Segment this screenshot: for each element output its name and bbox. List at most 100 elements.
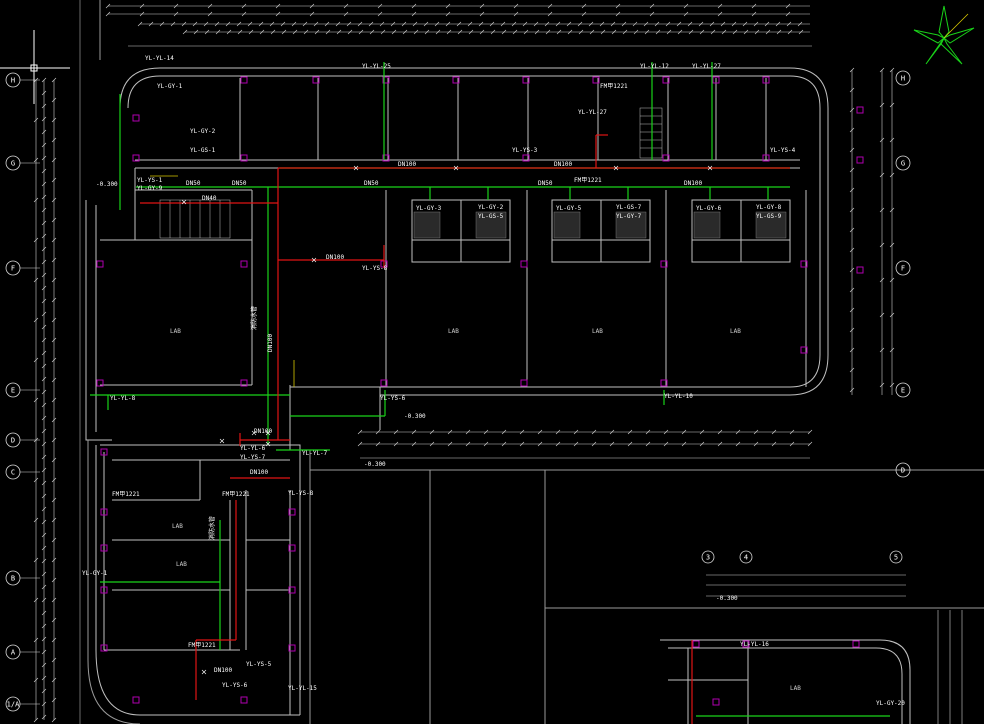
grid-bubble: A [5, 644, 40, 660]
right-dimension-chain [851, 70, 893, 395]
dimension-tick [519, 429, 525, 435]
valve-mark [201, 669, 207, 675]
column-marker [380, 379, 388, 387]
dimension-tick [849, 367, 855, 373]
valve-mark [181, 199, 187, 205]
pipe-valves [181, 165, 713, 675]
dimension-tick [547, 3, 553, 9]
dimension-tick [797, 21, 803, 27]
dimension-tick [445, 11, 451, 17]
dimension-tick [105, 11, 111, 17]
dimension-tick [849, 207, 855, 213]
dimension-tick [879, 207, 885, 213]
dimension-tick [776, 29, 782, 35]
dimension-tick [699, 29, 705, 35]
dimension-tick [248, 29, 254, 35]
dimension-tick [41, 597, 47, 603]
dimension-tick [33, 117, 39, 123]
dimension-tick [358, 29, 364, 35]
dimension-tick [51, 557, 57, 563]
dimension-tick [710, 29, 716, 35]
dimension-tick [771, 429, 777, 435]
pipe-label: DN50 [538, 180, 553, 187]
dimension-tick [51, 657, 57, 663]
dimension-tick [720, 21, 726, 27]
dimension-tick [889, 382, 895, 388]
dimension-tick [849, 387, 855, 393]
dimension-tick [41, 155, 47, 161]
dimension-tick [849, 87, 855, 93]
dimension-tick [41, 701, 47, 707]
dimension-tick [41, 90, 47, 96]
dimension-tick [609, 429, 615, 435]
dimension-tick [170, 21, 176, 27]
grid-bubble-label: E [11, 387, 15, 395]
pipe-label: DN100 [250, 469, 268, 476]
column-marker [240, 76, 248, 84]
column-marker [288, 644, 296, 652]
dimension-tick [600, 29, 606, 35]
dimension-tick [501, 29, 507, 35]
dimension-tick [411, 11, 417, 17]
top-dimension-ticks [105, 3, 804, 35]
dimension-tick [423, 21, 429, 27]
dimension-tick [732, 29, 738, 35]
pipe-label: DN50 [186, 180, 201, 187]
pipe-label: DN100 [326, 254, 344, 261]
riser-tag: YL-YL-6 [240, 445, 266, 452]
column-marker [522, 76, 530, 84]
dimension-tick [41, 298, 47, 304]
column-marker [100, 448, 108, 456]
dimension-tick [627, 441, 633, 447]
riser-tag: YL-YL-7 [302, 450, 328, 457]
pipe-label: DN100 [684, 180, 702, 187]
dimension-tick [33, 637, 39, 643]
dimension-tick [41, 376, 47, 382]
room-label: LAB [170, 328, 181, 335]
dimension-tick [615, 3, 621, 9]
dimension-tick [379, 21, 385, 27]
dimension-tick [534, 29, 540, 35]
dimension-tick [291, 21, 297, 27]
dimension-tick [665, 21, 671, 27]
dimension-tick [849, 167, 855, 173]
dimension-tick [500, 21, 506, 27]
mid-dimension-chain [360, 431, 810, 459]
dimension-tick [599, 21, 605, 27]
dimension-tick [753, 21, 759, 27]
grid-bubble-label: 5 [894, 554, 898, 562]
north-arrow-icon [913, 5, 975, 65]
top-dimension-chain [108, 5, 812, 47]
dimension-tick [513, 3, 519, 9]
valve-mark [707, 165, 713, 171]
column-marker [712, 698, 720, 706]
riser-tag: YL-YL-14 [145, 55, 174, 62]
dimension-tick [313, 21, 319, 27]
grid-bubble-label: 1/A [7, 701, 20, 709]
dimension-tick [33, 477, 39, 483]
dimension-tick [698, 21, 704, 27]
dimension-tick [807, 441, 813, 447]
grid-bubble: F [5, 260, 40, 276]
dimension-tick [51, 597, 57, 603]
dimension-tick [346, 21, 352, 27]
dimension-tick [489, 21, 495, 27]
dimension-tick [412, 21, 418, 27]
dimension-tick [849, 327, 855, 333]
dimension-tick [577, 21, 583, 27]
column-marker [312, 76, 320, 84]
dimension-tick [447, 441, 453, 447]
dimension-tick [181, 21, 187, 27]
dimension-tick [735, 429, 741, 435]
column-marker [660, 379, 668, 387]
riser-tag: YL-GY-6 [696, 205, 722, 212]
dimension-tick [51, 537, 57, 543]
dimension-tick [41, 428, 47, 434]
riser-tag: YL-GY-20 [876, 700, 905, 707]
pipe-note: 消防水管 [250, 306, 258, 330]
pipe-label: DN100 [214, 667, 232, 674]
grid-bubble: E [5, 382, 40, 398]
dimension-tick [335, 21, 341, 27]
grid-bubble-label: D [901, 467, 905, 475]
